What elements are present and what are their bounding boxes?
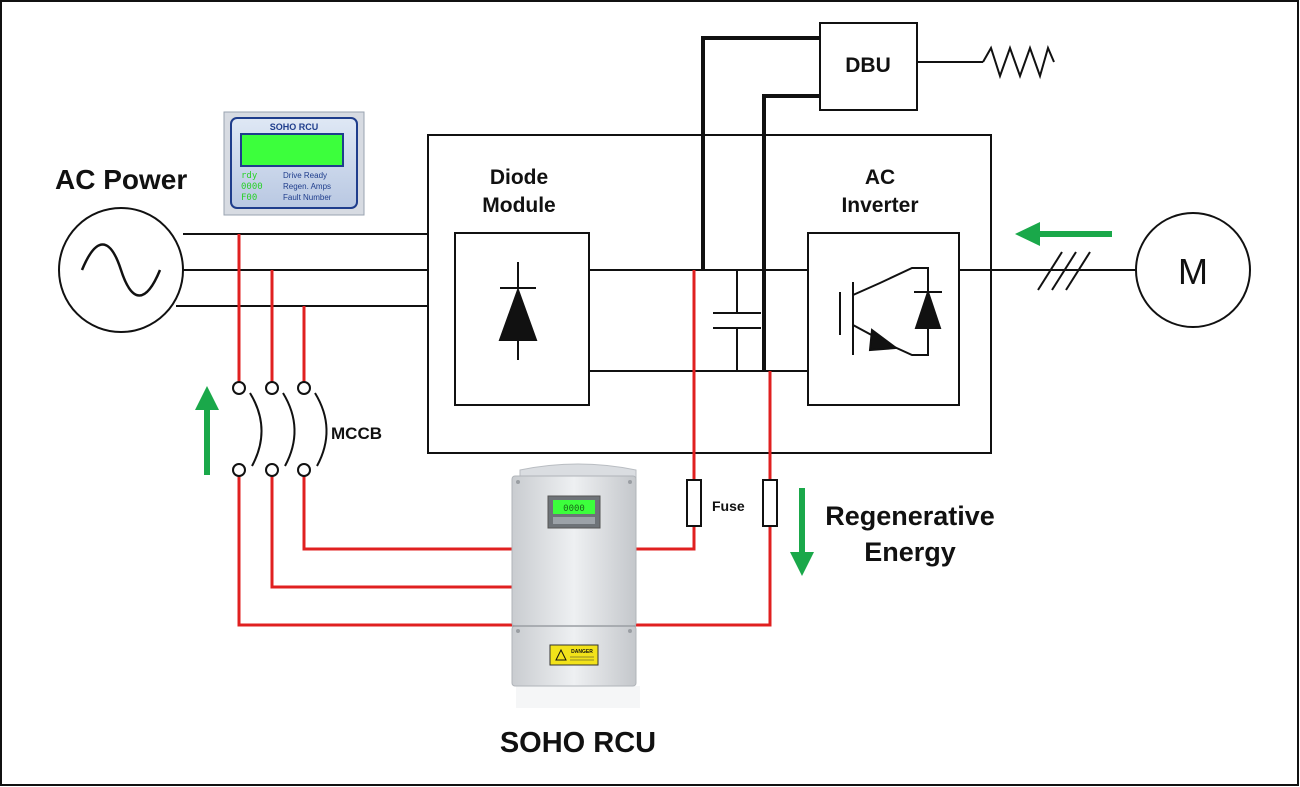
dbu-box	[819, 22, 918, 111]
panel-row1-label: Drive Ready	[283, 171, 327, 180]
panel-row3-label: Fault Number	[283, 193, 332, 202]
rcu-device: 0000 DANGER	[511, 463, 640, 708]
fuse-left	[686, 479, 702, 527]
mccb-label: MCCB	[331, 424, 382, 443]
motor-symbol	[1135, 212, 1251, 328]
motor-label: M	[1178, 251, 1208, 292]
igbt-symbol	[839, 267, 942, 356]
mccb-breaker	[232, 381, 328, 477]
fuse-right	[762, 479, 778, 527]
ac-power-label: AC Power	[55, 164, 187, 195]
panel-title: SOHO RCU	[270, 122, 319, 132]
panel-row2-label: Regen. Amps	[283, 182, 331, 191]
rcu-display-panel: SOHO RCU rdy Drive Ready 0000 Regen. Amp…	[223, 111, 365, 216]
ac-inverter-label-line1: AC	[865, 166, 895, 189]
red-wiring	[237, 234, 772, 627]
drive-enclosure	[427, 134, 992, 454]
diode-module-label-line1: Diode	[490, 166, 548, 189]
resistor-symbol	[917, 45, 1055, 80]
panel-row3-code: F00	[241, 193, 257, 203]
regen-label-line2: Energy	[864, 537, 956, 567]
arrow-down-icon	[790, 488, 814, 576]
fuse-label: Fuse	[712, 498, 745, 514]
panel-row2-code: 0000	[241, 182, 263, 192]
dbu-dc-wiring	[701, 36, 820, 371]
dbu-label: DBU	[845, 54, 891, 77]
black-wiring	[176, 233, 1137, 372]
arrow-up-icon	[195, 386, 219, 475]
ac-source-symbol	[58, 207, 184, 333]
panel-lcd-screen	[240, 133, 344, 167]
diode-symbol	[498, 262, 538, 360]
regen-label-line1: Regenerative	[825, 501, 995, 531]
device-screen-code: 0000	[563, 504, 585, 514]
inverter-box	[807, 232, 960, 406]
diode-module-box	[454, 232, 590, 406]
panel-row1-code: rdy	[241, 171, 258, 181]
arrow-left-icon	[1015, 222, 1112, 246]
soho-rcu-label: SOHO RCU	[500, 727, 656, 759]
warning-label-text: DANGER	[571, 649, 593, 655]
diode-module-label-line2: Module	[482, 194, 556, 217]
warning-label	[549, 644, 599, 666]
ac-inverter-label-line2: Inverter	[841, 194, 918, 217]
